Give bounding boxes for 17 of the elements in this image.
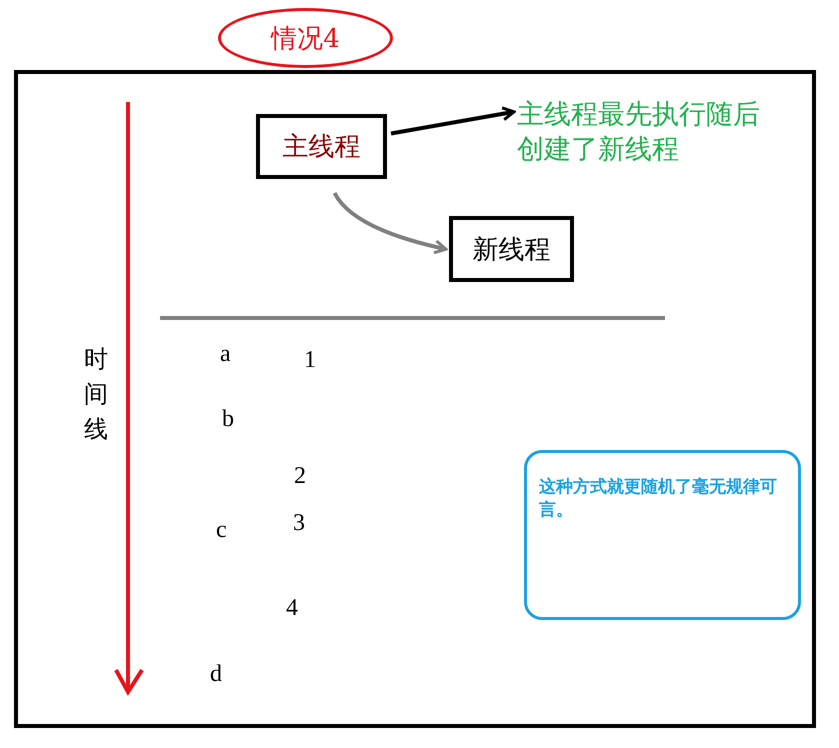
arrow	[390, 106, 516, 136]
text-label: 2	[294, 464, 306, 488]
note-box: 这种方式就更随机了毫无规律可言。	[524, 450, 801, 620]
text-label: b	[222, 407, 234, 431]
arrow	[332, 192, 448, 254]
time-axis-label: 时间线	[84, 344, 109, 445]
process-box: 新线程	[449, 216, 574, 282]
text-label: d	[210, 662, 222, 686]
text-label: 3	[293, 511, 305, 535]
text-label: c	[216, 518, 227, 542]
text-label: 1	[304, 348, 316, 372]
note-text: 主线程最先执行随后创建了新线程	[517, 94, 773, 170]
title-ellipse: 情况4	[218, 8, 393, 68]
process-box: 主线程	[256, 114, 387, 179]
frame-box	[14, 70, 816, 728]
text-label: 4	[286, 596, 298, 620]
text-label: a	[220, 342, 231, 366]
